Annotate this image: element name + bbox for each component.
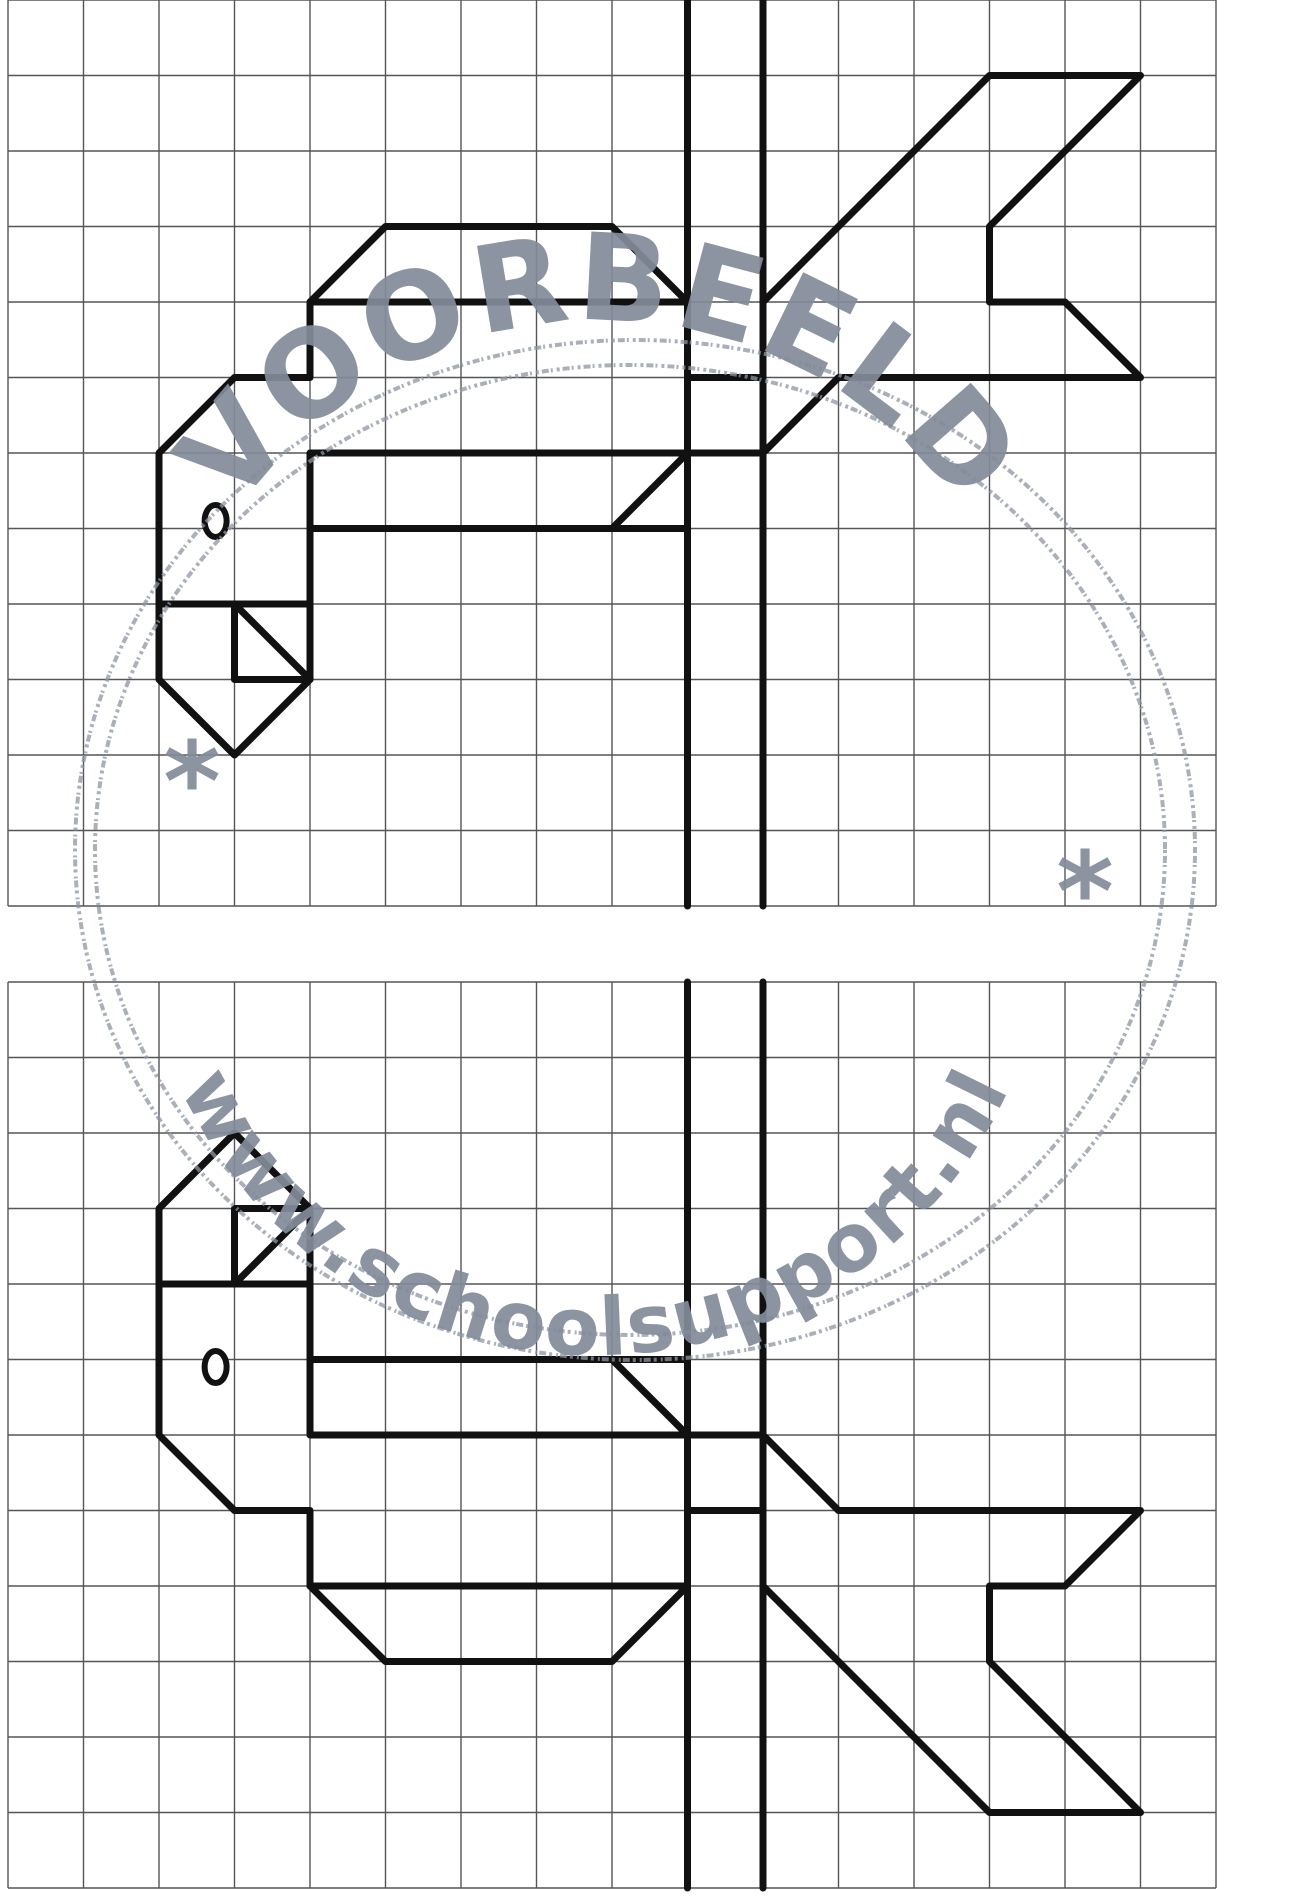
mirrored-eye — [205, 1351, 227, 1383]
beak-inner — [235, 604, 311, 680]
mirrored-wing — [310, 1586, 688, 1662]
watermark-stamp: VOORBEELD www.schoolsupport.nl * * — [75, 208, 1195, 1374]
watermark-star-right: * — [1056, 828, 1114, 956]
mirrored-tail — [763, 1435, 1141, 1813]
watermark-bottom-text: www.schoolsupport.nl — [162, 1052, 1027, 1375]
watermark-star-left: * — [163, 718, 221, 846]
